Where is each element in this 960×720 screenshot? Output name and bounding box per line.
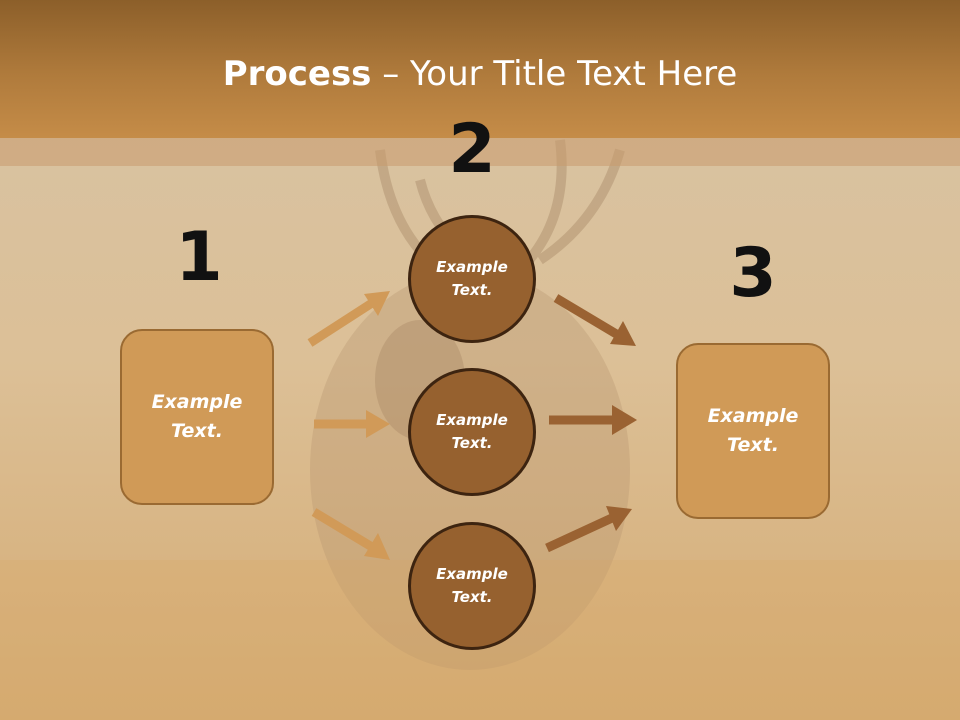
arrow-icon <box>311 508 390 560</box>
title-bar-strip <box>0 138 960 166</box>
title-bar <box>0 0 960 138</box>
circle-text-top: Example Text. <box>436 258 508 299</box>
circle-text-bottom: Example Text. <box>436 565 508 606</box>
arrow-icon <box>553 294 636 346</box>
arrow-icon <box>549 405 637 435</box>
circle-text-middle: Example Text. <box>436 411 508 452</box>
step-number-3: 3 <box>729 234 777 313</box>
right-step-text: Example Text. <box>707 405 799 456</box>
circle-step-top: Example Text. <box>408 215 536 343</box>
left-step-text: Example Text. <box>151 391 243 442</box>
left-step-box: Example Text. <box>120 329 274 505</box>
right-step-box: Example Text. <box>676 343 830 519</box>
slide-title: Process – Your Title Text Here <box>0 54 960 94</box>
arrow-icon <box>307 291 390 347</box>
step-number-2: 2 <box>448 110 496 189</box>
arrow-icon <box>545 506 632 553</box>
circle-step-bottom: Example Text. <box>408 522 536 650</box>
title-bold: Process <box>222 54 372 94</box>
title-rest: – Your Title Text Here <box>371 54 738 94</box>
circle-step-middle: Example Text. <box>408 368 536 496</box>
step-number-1: 1 <box>175 218 223 297</box>
arrow-icon <box>314 410 390 438</box>
